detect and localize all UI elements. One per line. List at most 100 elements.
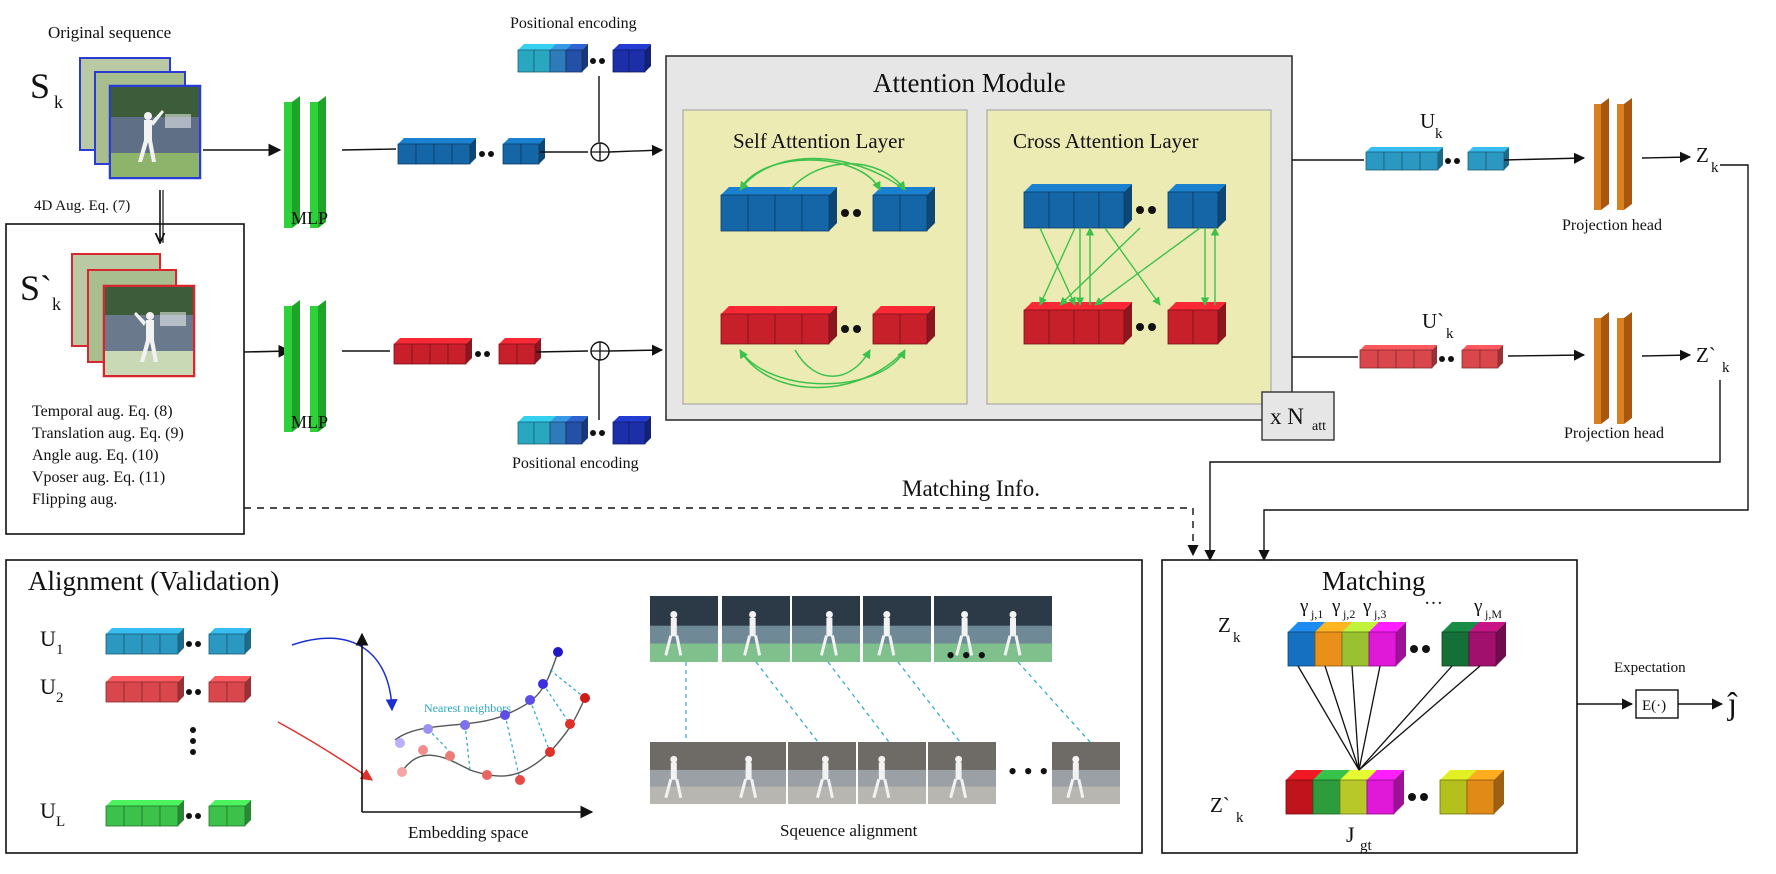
token-block: [1368, 622, 1406, 667]
svg-text:U: U: [40, 626, 56, 651]
red-curve-arrow: [277, 721, 373, 781]
ellipsis-dot: [1439, 356, 1445, 362]
person-silhouette-icon: [138, 110, 164, 162]
ellipsis-dot: [841, 325, 849, 333]
zk-label: Z k: [1696, 143, 1719, 176]
alignment-title: Alignment (Validation): [28, 566, 279, 596]
token-block: [565, 416, 588, 445]
svg-text:U: U: [40, 674, 56, 699]
aug-frame-image-front: [102, 284, 196, 378]
token-block: [1413, 345, 1437, 369]
svg-text:Flipping aug.: Flipping aug.: [32, 491, 117, 508]
token-block: [226, 800, 251, 827]
ellipsis-dot: [1454, 158, 1460, 164]
svg-text:U: U: [40, 798, 56, 823]
ellipsis-dot: [475, 351, 481, 357]
cross-attention-title: Cross Attention Layer: [1013, 129, 1198, 153]
u1-label: U 1: [40, 626, 64, 658]
ellipsis-dot: [1408, 793, 1416, 801]
mlp-layer-top: [284, 96, 326, 228]
svg-text:j,3: j,3: [1373, 607, 1386, 621]
ul-label: U L: [40, 798, 65, 830]
expectation-label: Expectation: [1614, 660, 1686, 676]
matching-title: Matching: [1322, 566, 1425, 596]
cross-attention-layer-box: [986, 109, 1272, 405]
token-block: [520, 138, 545, 165]
pos-enc-bottom-tokens: [517, 416, 651, 445]
aug4d-label: 4D Aug. Eq. (7): [34, 198, 130, 214]
frame-image-front: [108, 84, 202, 180]
sequence-frame: [650, 596, 718, 662]
projection-head-top: [1594, 98, 1632, 210]
natt-badge: x N att: [1261, 391, 1335, 441]
sequence-top-frames: [650, 596, 1052, 662]
token-block: [628, 416, 651, 445]
svg-text:k: k: [1722, 360, 1730, 376]
sequence-frame: [792, 596, 860, 662]
cross-attn-arrows: [1039, 227, 1220, 306]
token-block: [226, 676, 251, 703]
sequence-frame: [863, 596, 931, 662]
svg-text:2: 2: [56, 690, 64, 706]
person-silhouette-icon: [134, 312, 158, 362]
token-block: [1419, 147, 1443, 171]
svg-text:S: S: [30, 66, 50, 106]
svg-text:J: J: [1346, 822, 1355, 847]
attention-module-title: Attention Module: [873, 68, 1066, 98]
token-block: [159, 676, 184, 703]
svg-text:att: att: [1312, 419, 1326, 434]
token-block: [899, 187, 935, 232]
ellipsis-dot: [488, 151, 494, 157]
self-attn-arrows: [739, 157, 906, 389]
ellipsis-dot: [599, 430, 605, 436]
token-block: [801, 306, 837, 345]
token-block: [159, 800, 184, 827]
augmentation-list: Temporal aug. Eq. (8) Translation aug. E…: [32, 403, 184, 508]
original-sequence-label: Original sequence: [48, 23, 171, 42]
ellipsis-dot: [841, 209, 849, 217]
uk-aug-tokens: [1359, 345, 1503, 369]
embedding-space-label: Embedding space: [408, 823, 528, 842]
svg-text:k: k: [52, 294, 61, 314]
projection-head-bottom: [1594, 312, 1632, 424]
jgt-label: J gt: [1346, 822, 1373, 854]
ellipsis-dot: [484, 351, 490, 357]
self-attn-tokens-red: [720, 306, 935, 345]
pos-enc-top-label: Positional encoding: [510, 15, 637, 32]
sequence-frame: [650, 742, 718, 804]
sequence-alignment-label: Sqeuence alignment: [780, 821, 918, 840]
ellipsis-dot: [1148, 323, 1156, 331]
svg-text:Angle aug. Eq. (10): Angle aug. Eq. (10): [32, 447, 159, 464]
svg-text:x N: x N: [1270, 404, 1304, 429]
sequence-frame: [858, 742, 926, 804]
svg-text:Temporal aug. Eq. (8): Temporal aug. Eq. (8): [32, 403, 173, 420]
jgt-tokens: [1285, 770, 1504, 815]
ellipsis-dot: [186, 813, 192, 819]
proj-head-top-label: Projection head: [1562, 217, 1662, 234]
embedding-curves: Nearest neighbors: [394, 647, 590, 785]
augmentation-box: [5, 223, 245, 535]
token-row-bottom: [393, 338, 541, 365]
token-block: [565, 44, 588, 73]
u2-tokens: [105, 676, 251, 703]
svg-text:Z`: Z`: [1210, 793, 1230, 817]
token-block: [447, 338, 472, 365]
token-block: [1098, 184, 1132, 229]
token-block: [1485, 147, 1509, 171]
cross-attn-tokens-red: [1023, 302, 1226, 345]
svg-text:L: L: [56, 814, 65, 830]
uk-aug-label: U` k: [1422, 309, 1454, 342]
blue-curve-arrow: [291, 637, 398, 712]
svg-text:j,1: j,1: [1310, 607, 1323, 621]
svg-text:j,M: j,M: [1484, 607, 1502, 621]
sk-label: S k: [30, 66, 63, 112]
token-block: [1192, 184, 1226, 229]
token-block: [801, 187, 837, 232]
plus-circle-icon: [590, 341, 610, 361]
sequence-frame: [722, 596, 790, 662]
sequence-frame: [1052, 742, 1120, 804]
ellipsis-dot: [1420, 793, 1428, 801]
proj-head-bottom-label: Projection head: [1564, 425, 1664, 442]
svg-text:Translation aug. Eq. (9): Translation aug. Eq. (9): [32, 425, 184, 442]
